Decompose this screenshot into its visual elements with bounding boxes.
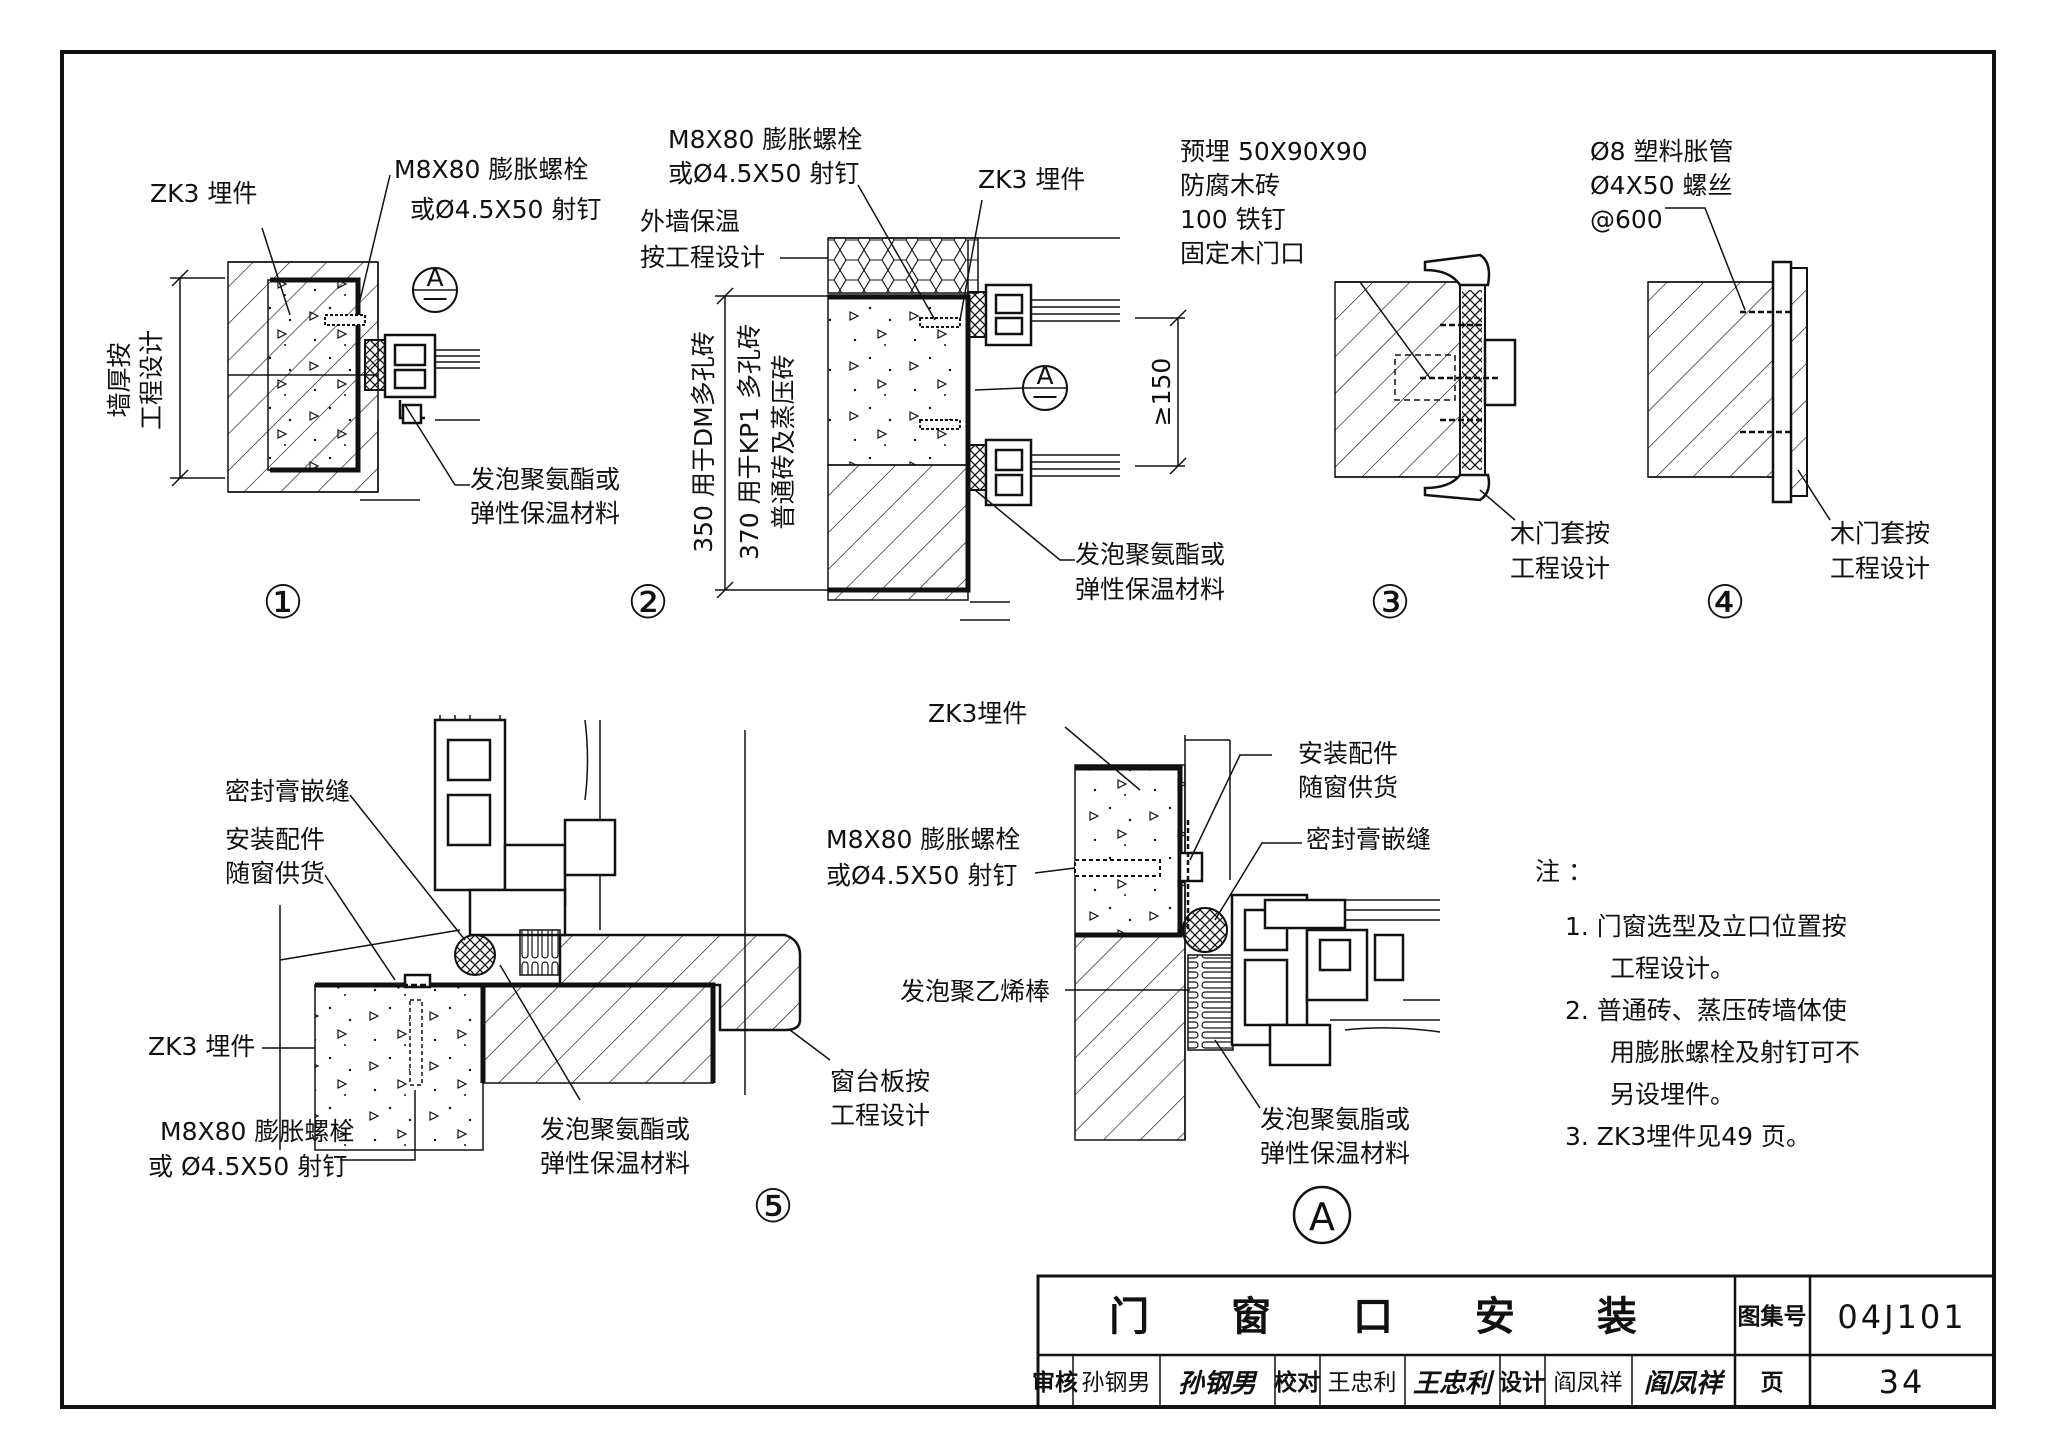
d3-casing-label-2: 工程设计	[1510, 554, 1610, 583]
detail-4	[1647, 207, 1831, 521]
d1-foam-label-1: 发泡聚氨酯或	[470, 465, 620, 494]
d5-zk3-label: ZK3 埋件	[148, 1032, 255, 1061]
da-zk3-label: ZK3埋件	[928, 699, 1027, 728]
detail-2	[715, 184, 1187, 621]
page-label: 页	[1761, 1370, 1784, 1396]
detail-5	[262, 715, 831, 1161]
d3-label-4: 固定木门口	[1180, 239, 1305, 268]
page-number: 34	[1879, 1363, 1926, 1401]
notes-item-3: 3. ZK3埋件见49 页。	[1565, 1122, 1811, 1151]
d4-casing-label-1: 木门套按	[1830, 519, 1930, 548]
detail-5-number: ⑤	[752, 1179, 793, 1233]
d2-foam-label-2: 弹性保温材料	[1075, 575, 1225, 604]
d1-section-ref-sheet: 一	[422, 286, 447, 315]
d5-accessory-label-1: 安装配件	[225, 825, 325, 854]
sheet-border	[60, 50, 1996, 1409]
d5-sill-label-2: 工程设计	[830, 1101, 930, 1130]
da-foam-label-2: 弹性保温材料	[1260, 1139, 1410, 1168]
da-accessory-label-2: 随窗供货	[1298, 773, 1398, 802]
d4-label-2: Ø4X50 螺丝	[1590, 171, 1732, 200]
d2-dim-370-label-2: 普通砖及蒸压砖	[769, 354, 798, 529]
detail-3	[1334, 253, 1517, 521]
d2-foam-label-1: 发泡聚氨酯或	[1075, 540, 1225, 569]
drawing-title: 门 窗 口 安 装	[1109, 1294, 1671, 1340]
checker-signature: 王忠利	[1413, 1369, 1495, 1399]
d2-section-ref-letter: A	[1036, 361, 1053, 390]
checker-name: 王忠利	[1328, 1370, 1397, 1396]
notes-item-1-cont: 工程设计。	[1610, 954, 1735, 983]
d3-casing-label-1: 木门套按	[1510, 519, 1610, 548]
notes-item-2-cont2: 另设埋件。	[1610, 1080, 1735, 1109]
da-foam-label-1: 发泡聚氨脂或	[1260, 1105, 1410, 1134]
da-bolt-label-1: M8X80 膨胀螺栓	[826, 825, 1020, 854]
d2-section-ref-sheet: 一	[1032, 384, 1057, 413]
d2-bolt-label-2: 或Ø4.5X50 射钉	[668, 159, 859, 188]
design-label: 设计	[1499, 1370, 1545, 1396]
d1-wall-label-1: 墙厚按	[105, 342, 134, 417]
detail-2-number: ②	[627, 575, 668, 629]
d5-accessory-label-2: 随窗供货	[225, 859, 325, 888]
review-label: 审核	[1032, 1369, 1078, 1396]
notes-heading: 注 ：	[1535, 857, 1593, 886]
detail-a	[1034, 726, 1441, 1141]
da-accessory-label-1: 安装配件	[1298, 739, 1398, 768]
da-pe-rod-label: 发泡聚乙烯棒	[900, 977, 1050, 1006]
d5-sill-label-1: 窗台板按	[830, 1067, 930, 1096]
d2-zk3-label: ZK3 埋件	[978, 165, 1085, 194]
detail-a-number-circle	[1292, 1185, 1352, 1245]
notes-item-2-cont: 用膨胀螺栓及射钉可不	[1610, 1038, 1860, 1067]
notes-item-2: 2. 普通砖、蒸压砖墙体使	[1565, 996, 1847, 1025]
d2-dim-350-label: 350 用于DM多孔砖	[689, 331, 718, 553]
d2-dim-370-label-1: 370 用于KP1 多孔砖	[735, 324, 764, 560]
designer-signature: 阎凤祥	[1644, 1369, 1726, 1399]
detail-1-number: ①	[262, 575, 303, 629]
check-label: 校对	[1274, 1369, 1320, 1396]
d4-casing-label-2: 工程设计	[1830, 554, 1930, 583]
d5-foam-label-1: 发泡聚氨酯或	[540, 1115, 690, 1144]
d1-wall-label-2: 工程设计	[137, 330, 166, 430]
d4-label-3: @600	[1590, 205, 1663, 234]
da-sealant-label: 密封膏嵌缝	[1306, 825, 1431, 854]
d5-sealant-label: 密封膏嵌缝	[225, 777, 350, 806]
designer-name: 阎凤祥	[1554, 1370, 1623, 1396]
d2-insulation-label-1: 外墙保温	[640, 207, 740, 236]
d3-label-3: 100 铁钉	[1180, 205, 1286, 234]
d1-bolt-label-2: 或Ø4.5X50 射钉	[410, 195, 601, 224]
d4-label-1: Ø8 塑料胀管	[1590, 137, 1734, 166]
detail-3-number: ③	[1369, 575, 1410, 629]
da-bolt-label-2: 或Ø4.5X50 射钉	[826, 861, 1017, 890]
d5-bolt-label-1: M8X80 膨胀螺栓	[160, 1117, 354, 1146]
atlas-number: 04J101	[1837, 1298, 1966, 1336]
d5-foam-label-2: 弹性保温材料	[540, 1149, 690, 1178]
d2-insulation-label-2: 按工程设计	[640, 243, 765, 272]
detail-4-number: ④	[1704, 575, 1745, 629]
reviewer-name: 孙钢男	[1082, 1370, 1151, 1396]
detail-a-number: A	[1309, 1195, 1335, 1239]
d1-foam-label-2: 弹性保温材料	[470, 499, 620, 528]
d2-bolt-label-1: M8X80 膨胀螺栓	[668, 125, 862, 154]
d5-bolt-label-2: 或 Ø4.5X50 射钉	[148, 1152, 347, 1181]
d2-dim-150-label: ≥150	[1147, 358, 1176, 427]
detail-1	[170, 174, 480, 501]
reviewer-signature: 孙钢男	[1178, 1369, 1258, 1399]
atlas-number-label: 图集号	[1738, 1303, 1807, 1330]
d3-label-2: 防腐木砖	[1180, 171, 1280, 200]
d1-zk3-label: ZK3 埋件	[150, 179, 257, 208]
d3-label-1: 预埋 50X90X90	[1180, 137, 1368, 166]
d1-section-ref-letter: A	[426, 263, 443, 292]
notes-item-1: 1. 门窗选型及立口位置按	[1565, 912, 1847, 941]
d1-bolt-label-1: M8X80 膨胀螺栓	[394, 155, 588, 184]
title-block	[1036, 1274, 1996, 1409]
